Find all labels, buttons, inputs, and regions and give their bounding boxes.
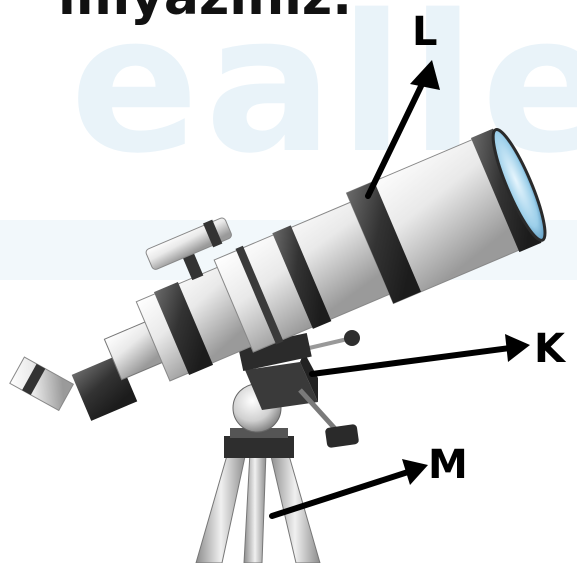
label-M: M [428,442,468,488]
arrow-K-head [505,334,530,362]
label-K: K [534,326,567,372]
tripod-leg-left [196,452,246,563]
tripod [196,428,320,563]
label-L: L [412,9,438,55]
counterweight-rod [300,390,338,432]
counterweight [325,424,359,448]
slow-motion-knob [344,330,360,346]
tripod-leg-middle [244,452,266,563]
arrow-K-shaft [312,348,510,374]
tripod-head [224,436,294,458]
eyepiece [10,357,74,410]
header-cut-text: ımyazınız. [58,0,352,27]
